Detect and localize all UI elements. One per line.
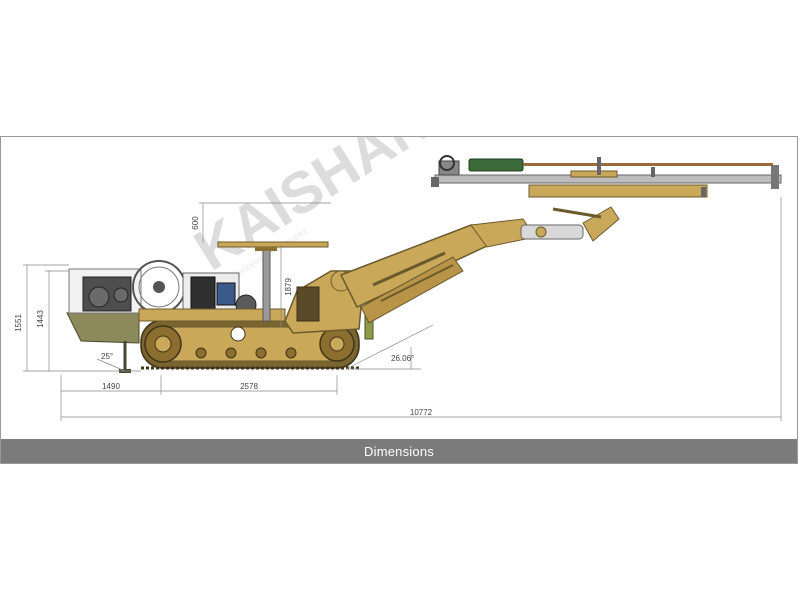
canopy-mast bbox=[217, 241, 329, 322]
dim-body-height: 1443 bbox=[36, 310, 45, 328]
drawing-frame: KAISHAN ENGINEERING MACHINERY bbox=[0, 136, 798, 464]
dim-canopy-height: 600 bbox=[191, 216, 200, 230]
dim-rear-length: 1490 bbox=[102, 382, 120, 391]
engine-pack bbox=[68, 260, 286, 322]
drill-rig-diagram: KAISHAN ENGINEERING MACHINERY bbox=[14, 137, 782, 421]
dimension-lines bbox=[23, 197, 782, 421]
rear-stabilizer bbox=[66, 308, 140, 373]
drill-feed bbox=[431, 155, 782, 198]
boom-arm bbox=[339, 206, 620, 324]
caption-title: Dimensions bbox=[364, 443, 434, 459]
dimension-labels: 1551 1443 1490 2578 10772 1879 600 25° 2… bbox=[14, 216, 433, 417]
dim-track-length: 2578 bbox=[240, 382, 258, 391]
dim-front-angle: 26.06° bbox=[391, 354, 414, 363]
caption-bar: Dimensions bbox=[1, 439, 797, 463]
dim-total-height: 1551 bbox=[14, 314, 23, 332]
dim-rear-angle: 25° bbox=[101, 352, 113, 361]
dim-overall-length: 10772 bbox=[410, 408, 433, 417]
crawler-track bbox=[140, 319, 360, 370]
dim-mast-height: 1879 bbox=[284, 278, 293, 296]
